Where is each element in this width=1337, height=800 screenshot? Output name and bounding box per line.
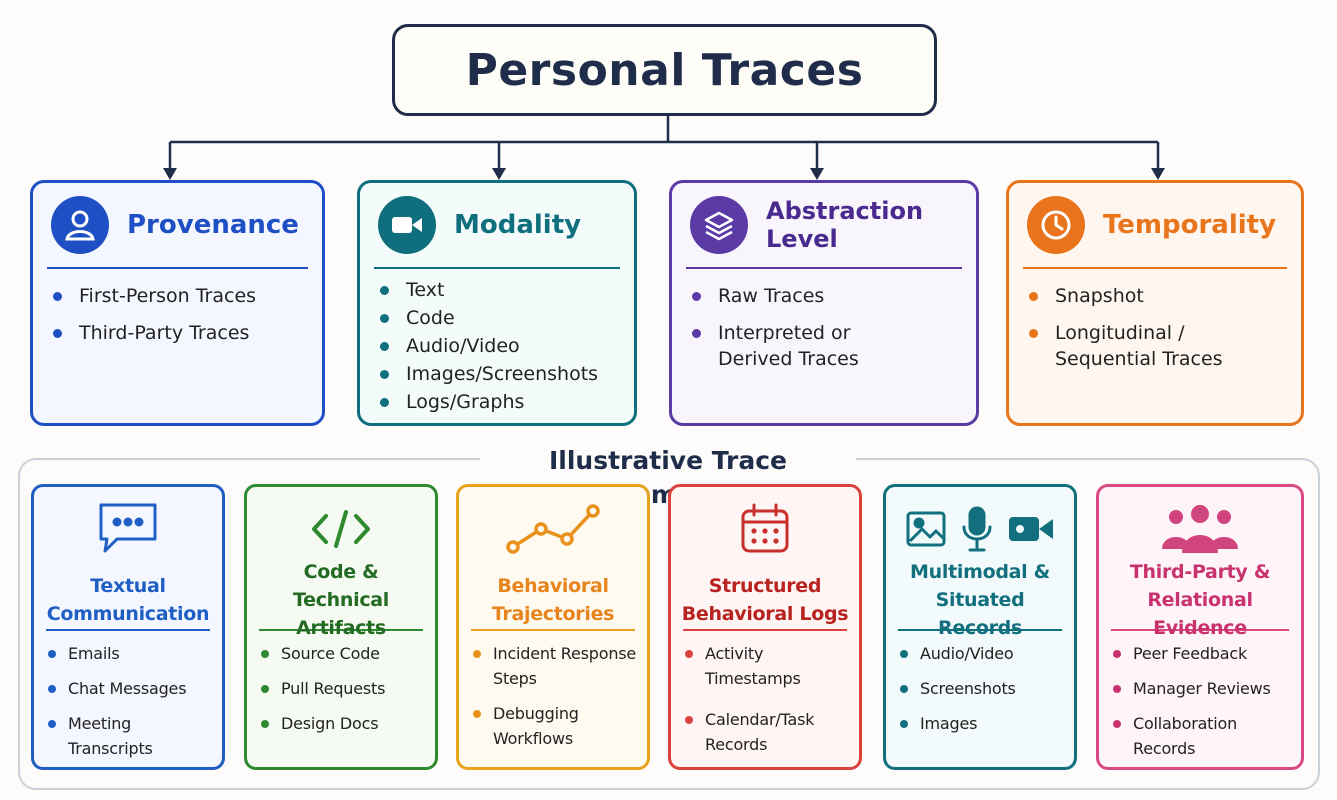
video-camera-icon <box>378 196 436 254</box>
root-node-title: Personal Traces <box>392 24 937 116</box>
list-item: Audio/Video <box>380 333 620 359</box>
list-item: Calendar/Task <box>683 707 849 732</box>
image-icon <box>906 511 946 547</box>
list-item: Screenshots <box>898 676 1064 701</box>
list-item: Design Docs <box>259 711 425 736</box>
divider <box>1023 267 1287 269</box>
list-item-continuation: Steps <box>493 669 537 688</box>
divider <box>46 629 210 631</box>
list-item: Raw Traces <box>692 283 962 309</box>
list-item: Source Code <box>259 641 425 666</box>
layers-icon <box>690 196 748 254</box>
list-item-continuation: Records <box>1133 739 1196 758</box>
dimension-box-provenance: Provenance First-Person Traces Third-Par… <box>30 180 325 426</box>
arrow-head-temporality <box>1151 168 1165 180</box>
divider <box>259 629 423 631</box>
list-item: Snapshot <box>1029 283 1287 309</box>
list-item-continuation: Derived Traces <box>718 348 859 370</box>
dimension-box-abstraction-level: Abstraction Level Raw Traces Interpreted… <box>669 180 979 426</box>
person-icon <box>51 196 109 254</box>
list-item: Images <box>898 711 1064 736</box>
calendar-icon <box>681 487 849 571</box>
dimension-box-modality: Modality Text Code Audio/Video Images/Sc… <box>357 180 637 426</box>
chat-bubble-icon <box>44 487 212 571</box>
card-title: Multimodal &Situated Records <box>910 561 1050 639</box>
trajectory-icon <box>469 487 637 571</box>
list-item: Meeting Transcripts <box>46 711 212 761</box>
list-item: Longitudinal / <box>1029 320 1287 346</box>
microphone-icon <box>962 506 992 552</box>
code-brackets-icon <box>257 487 425 571</box>
list-item-continuation: Records <box>705 735 768 754</box>
list-item: Audio/Video <box>898 641 1064 666</box>
list-item: Peer Feedback <box>1111 641 1291 666</box>
list-item: Activity Timestamps <box>683 641 849 691</box>
divider <box>898 629 1062 631</box>
example-card-code-technical-artifacts: Code &Technical Artifacts Source Code Pu… <box>244 484 438 770</box>
list-item-continuation: Sequential Traces <box>1055 348 1223 370</box>
card-title: Third-Party &Relational Evidence <box>1129 561 1271 639</box>
video-camera-icon <box>1009 517 1053 541</box>
list-item: Text <box>380 277 620 303</box>
divider <box>683 629 847 631</box>
list-item: Chat Messages <box>46 676 212 701</box>
list-item: Logs/Graphs <box>380 389 620 415</box>
list-item: Images/Screenshots <box>380 361 620 387</box>
arrow-head-modality <box>492 168 506 180</box>
divider <box>686 267 962 269</box>
list-item: Incident Response <box>471 641 637 666</box>
list-item: Code <box>380 305 620 331</box>
dimension-title: Provenance <box>127 210 299 240</box>
list-item: Interpreted or <box>692 320 962 346</box>
divider <box>1111 629 1289 631</box>
people-group-icon <box>1109 487 1291 571</box>
dimension-title: Abstraction Level <box>766 197 924 253</box>
list-item: Third-Party Traces <box>53 320 308 346</box>
list-item: Debugging <box>471 701 637 726</box>
dimension-title: Modality <box>454 210 582 240</box>
divider <box>47 267 308 269</box>
list-item: Emails <box>46 641 212 666</box>
list-item: Collaboration <box>1111 711 1291 736</box>
list-item: Pull Requests <box>259 676 425 701</box>
list-item: Manager Reviews <box>1111 676 1291 701</box>
divider <box>471 629 635 631</box>
dimension-box-temporality: Temporality Snapshot Longitudinal / Sequ… <box>1006 180 1304 426</box>
dimension-title: Temporality <box>1103 210 1277 240</box>
list-item-continuation: Workflows <box>493 729 574 748</box>
arrow-head-abstraction <box>810 168 824 180</box>
media-icons <box>896 487 1064 571</box>
list-item: First-Person Traces <box>53 283 308 309</box>
example-card-third-party-relational-evidence: Third-Party &Relational Evidence Peer Fe… <box>1096 484 1304 770</box>
card-title: Code &Technical Artifacts <box>292 561 390 639</box>
examples-title: Illustrative Trace Examples <box>480 444 856 509</box>
clock-icon <box>1027 196 1085 254</box>
divider <box>374 267 620 269</box>
example-card-multimodal-situated-records: Multimodal &Situated Records Audio/Video… <box>883 484 1077 770</box>
arrow-head-provenance <box>163 168 177 180</box>
